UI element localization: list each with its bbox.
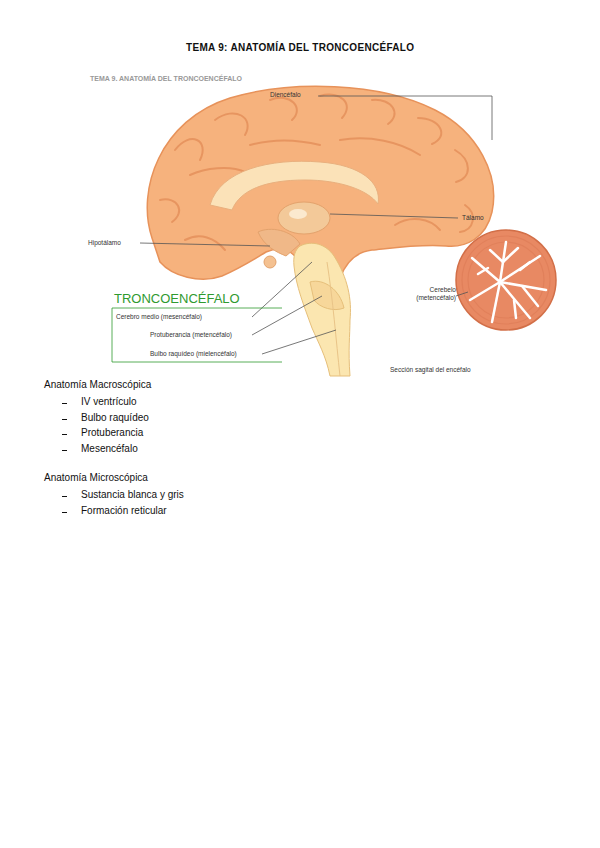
- group-label: TRONCOENCÉFALO: [114, 291, 240, 307]
- section-heading: Anatomía Macroscópica: [44, 379, 151, 391]
- bullet-dash: [62, 512, 67, 513]
- bullet-dash: [62, 419, 67, 420]
- section-heading: Anatomía Microscópica: [44, 472, 148, 484]
- part-label: Cerebro medio (mesencéfalo): [116, 313, 202, 321]
- bullet-dash: [62, 450, 67, 451]
- part-label: Protuberancia (metencéfalo): [150, 331, 232, 339]
- list-item: Mesencéfalo: [81, 443, 138, 455]
- part-label: Diencéfalo: [270, 91, 301, 99]
- bullet-dash: [62, 434, 67, 435]
- list-item: IV ventrículo: [81, 396, 137, 408]
- part-label: Cerebelo (metencéfalo): [402, 286, 456, 302]
- part-label: Tálamo: [462, 214, 484, 222]
- part-label: Bulbo raquídeo (mielencéfalo): [150, 350, 237, 358]
- list-item: Formación reticular: [81, 505, 167, 517]
- bullet-dash: [62, 403, 67, 404]
- part-label: Hipotálamo: [88, 239, 121, 247]
- list-item: Bulbo raquídeo: [81, 412, 149, 424]
- bullet-dash: [62, 496, 67, 497]
- list-item: Protuberancia: [81, 427, 143, 439]
- figure-caption: Sección sagital del encéfalo: [390, 366, 471, 374]
- list-item: Sustancia blanca y gris: [81, 489, 184, 501]
- figure-header: TEMA 9. ANATOMÍA DEL TRONCOENCÉFALO: [90, 75, 242, 83]
- page-title: TEMA 9: ANATOMÍA DEL TRONCOENCÉFALO: [186, 42, 414, 54]
